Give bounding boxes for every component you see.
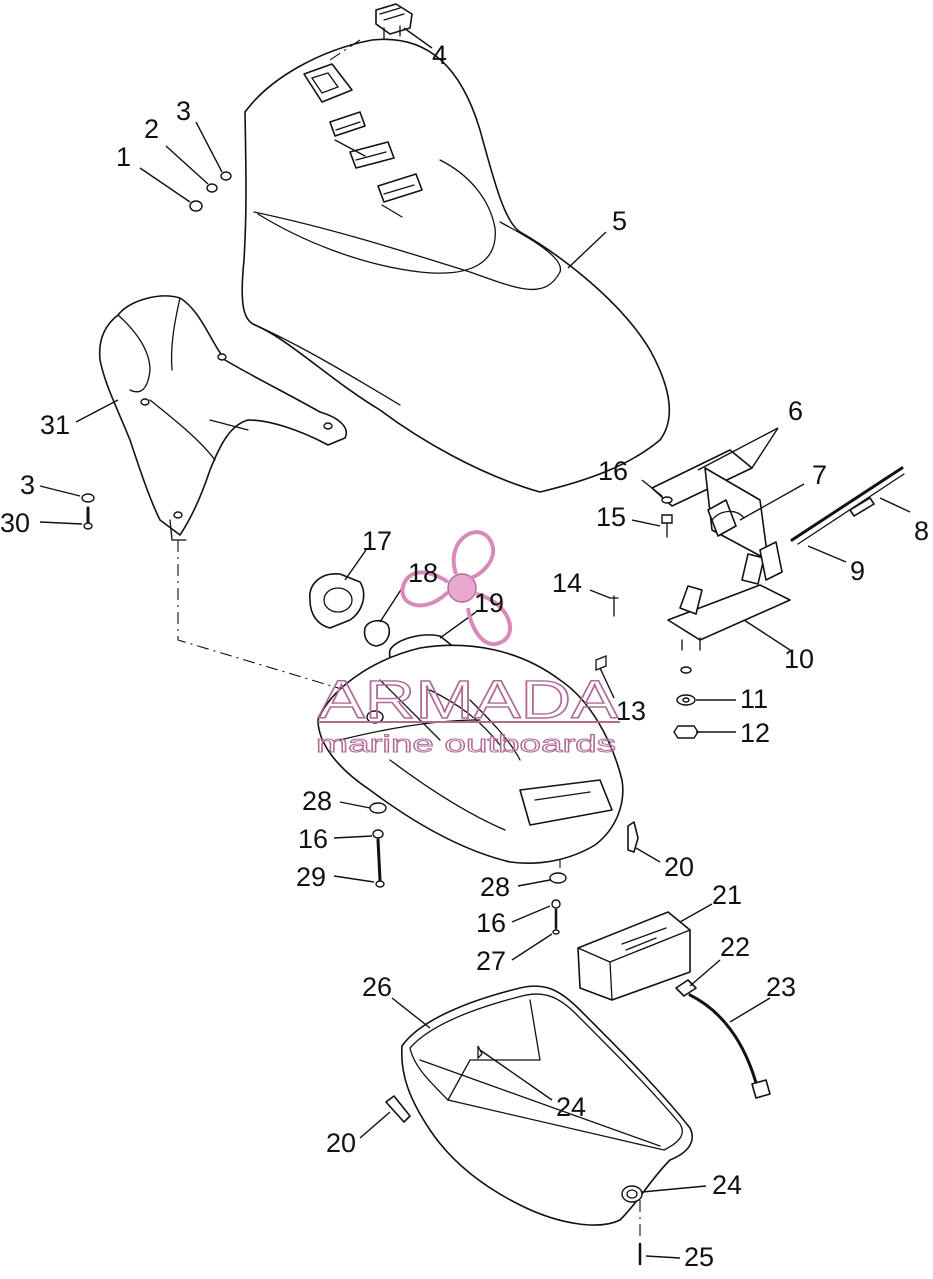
callout-8: 8 bbox=[914, 516, 929, 546]
clip-upper bbox=[627, 821, 639, 853]
latch-assembly bbox=[651, 449, 905, 651]
kill-switch bbox=[329, 3, 413, 61]
callout-3-lower: 3 bbox=[20, 470, 35, 500]
watermark-tagline: marine outboards bbox=[316, 731, 616, 758]
callout-17: 17 bbox=[362, 526, 392, 556]
callout-2: 2 bbox=[144, 114, 159, 144]
propeller-icon bbox=[400, 530, 512, 647]
callout-14: 14 bbox=[552, 568, 582, 598]
callout-5: 5 bbox=[612, 206, 627, 236]
callout-4: 4 bbox=[432, 40, 447, 70]
side-bracket bbox=[98, 295, 347, 541]
callout-18: 18 bbox=[408, 558, 438, 588]
callout-29: 29 bbox=[296, 862, 326, 892]
hose-assembly bbox=[675, 979, 771, 1099]
callout-7: 7 bbox=[812, 460, 827, 490]
callout-9: 9 bbox=[850, 556, 865, 586]
callout-15: 15 bbox=[596, 502, 626, 532]
alignment-line-left bbox=[177, 540, 346, 691]
callout-16-left: 16 bbox=[298, 824, 328, 854]
callout-19: 19 bbox=[474, 588, 504, 618]
callout-24-upper: 24 bbox=[556, 1092, 586, 1122]
callout-11: 11 bbox=[740, 684, 768, 714]
screws-lower-left bbox=[81, 493, 95, 530]
callout-21: 21 bbox=[712, 880, 742, 910]
callout-12: 12 bbox=[740, 718, 770, 748]
callout-23: 23 bbox=[766, 972, 796, 1002]
watermark: ARMADA marine outboards bbox=[316, 530, 620, 759]
callout-28-right: 28 bbox=[480, 872, 510, 902]
callout-25: 25 bbox=[684, 1242, 714, 1272]
callout-26: 26 bbox=[362, 972, 392, 1002]
callout-3: 3 bbox=[176, 96, 191, 126]
callout-10: 10 bbox=[784, 644, 814, 674]
callout-30: 30 bbox=[0, 508, 30, 538]
callout-20-upper: 20 bbox=[664, 852, 694, 882]
lower-housing bbox=[317, 644, 624, 865]
watermark-brand: ARMADA bbox=[318, 670, 618, 730]
callout-24-lower: 24 bbox=[712, 1170, 742, 1200]
right-housing-hardware bbox=[549, 872, 567, 935]
latch-hardware bbox=[595, 496, 699, 739]
callout-28-left: 28 bbox=[302, 786, 332, 816]
left-housing-hardware bbox=[369, 802, 387, 888]
callout-1: 1 bbox=[116, 142, 131, 172]
screws-upper-left bbox=[189, 171, 232, 212]
callout-labels: 1 2 3 4 5 6 7 8 9 10 11 12 13 14 15 16 1… bbox=[0, 40, 929, 1272]
callout-6: 6 bbox=[788, 396, 803, 426]
callout-20-lower: 20 bbox=[326, 1128, 356, 1158]
clip-lower bbox=[385, 1095, 411, 1123]
lower-pan bbox=[400, 985, 694, 1266]
leader-lines bbox=[39, 27, 911, 1259]
callout-22: 22 bbox=[720, 932, 750, 962]
filter-box bbox=[577, 911, 691, 1001]
callout-16-right: 16 bbox=[476, 908, 506, 938]
callout-16-latch: 16 bbox=[598, 456, 628, 486]
callout-31: 31 bbox=[40, 410, 70, 440]
callout-27: 27 bbox=[476, 946, 506, 976]
callout-13: 13 bbox=[616, 696, 646, 726]
upper-cowling bbox=[241, 38, 671, 493]
